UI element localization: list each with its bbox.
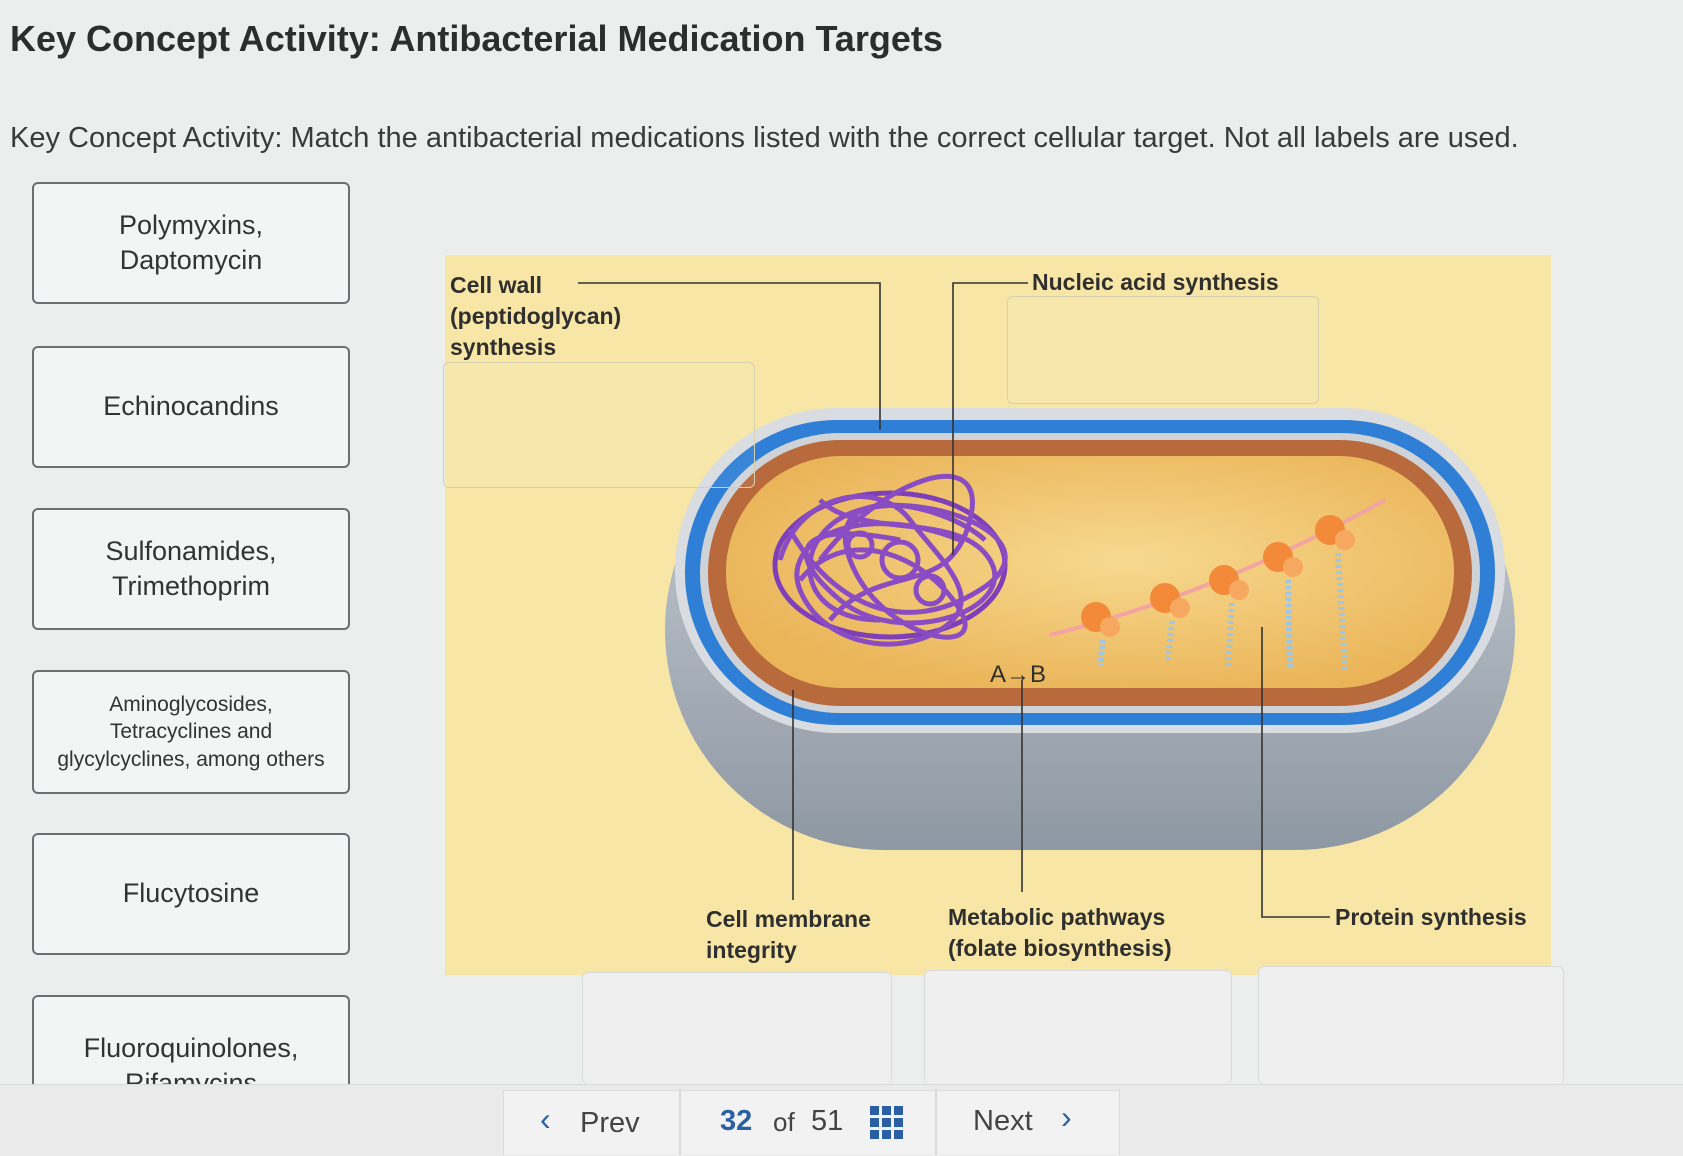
label-line: Flucytosine (122, 878, 260, 909)
label-line: Daptomycin (119, 245, 263, 275)
label-line: Fluoroquinolones, (83, 1033, 299, 1063)
label-flucytosine[interactable]: Flucytosine (32, 833, 350, 955)
prev-button[interactable]: ‹ Prev (503, 1090, 680, 1155)
target-nucleic-acid: Nucleic acid synthesis (1032, 269, 1279, 295)
dna-nucleoid (772, 473, 1008, 647)
instructions-text: Key Concept Activity: Match the antibact… (10, 122, 1519, 154)
next-label: Next (973, 1105, 1033, 1137)
drop-zone-cell-wall[interactable] (443, 362, 755, 488)
cytoplasm (726, 456, 1454, 688)
target-line: Cell membrane (706, 906, 871, 932)
grid-icon[interactable] (869, 1105, 905, 1141)
ribosome (1209, 565, 1249, 666)
target-line: (peptidoglycan) (450, 303, 622, 330)
ribosome (1315, 515, 1355, 671)
of-label: of (773, 1107, 795, 1137)
target-line: synthesis (450, 334, 557, 361)
chevron-left-icon: ‹ (540, 1101, 551, 1137)
target-cell-wall: Cell wall (peptidoglycan) synthesis (450, 270, 621, 363)
drop-zone-cell-membrane[interactable] (582, 972, 892, 1084)
label-line: Sulfonamides, (105, 535, 277, 566)
ribosome (1150, 583, 1190, 661)
ribosome (1081, 602, 1120, 666)
drop-zone-protein[interactable] (1258, 966, 1564, 1084)
label-line: Trimethoprim (111, 571, 270, 601)
label-polymyxins-daptomycin[interactable]: Polymyxins, Daptomycin (32, 182, 350, 304)
ribosome (1263, 542, 1303, 671)
label-line: Aminoglycosides, (109, 693, 273, 717)
target-protein: Protein synthesis (1335, 904, 1527, 930)
reaction-label: A→B (990, 661, 1046, 688)
label-line: Polymyxins, (118, 209, 264, 240)
total-pages: 51 (811, 1105, 844, 1137)
page-indicator[interactable]: 32 of 51 (680, 1090, 936, 1155)
label-line: Echinocandins (103, 391, 279, 422)
current-page: 32 (720, 1105, 753, 1137)
target-metabolic: Metabolic pathways (folate biosynthesis) (948, 902, 1172, 964)
page-title: Key Concept Activity: Antibacterial Medi… (10, 18, 943, 59)
target-cell-membrane: Cell membrane integrity (706, 904, 871, 966)
target-line: (folate biosynthesis) (948, 935, 1172, 962)
target-line: integrity (706, 937, 797, 964)
target-line: Cell wall (450, 272, 543, 298)
label-sulfonamides-trimethoprim[interactable]: Sulfonamides, Trimethoprim (32, 508, 350, 630)
next-button[interactable]: Next › (936, 1090, 1120, 1155)
target-line: Metabolic pathways (948, 904, 1166, 930)
prev-label: Prev (580, 1107, 640, 1139)
leader-lines (578, 282, 1330, 918)
label-fluoroquinolones-rifamycins[interactable]: Fluoroquinolones,Rifamycins (32, 995, 350, 1098)
label-aminoglycosides[interactable]: Aminoglycosides, Tetracyclines and glycylc… (32, 670, 350, 794)
drop-zone-metabolic[interactable] (924, 970, 1232, 1084)
chevron-right-icon: › (1061, 1099, 1072, 1135)
label-line: glycylcyclines, among others (57, 747, 325, 771)
label-line: Tetracyclines and (109, 720, 273, 744)
label-echinocandins[interactable]: Echinocandins (32, 346, 350, 468)
drop-zone-nucleic-acid[interactable] (1007, 296, 1319, 404)
